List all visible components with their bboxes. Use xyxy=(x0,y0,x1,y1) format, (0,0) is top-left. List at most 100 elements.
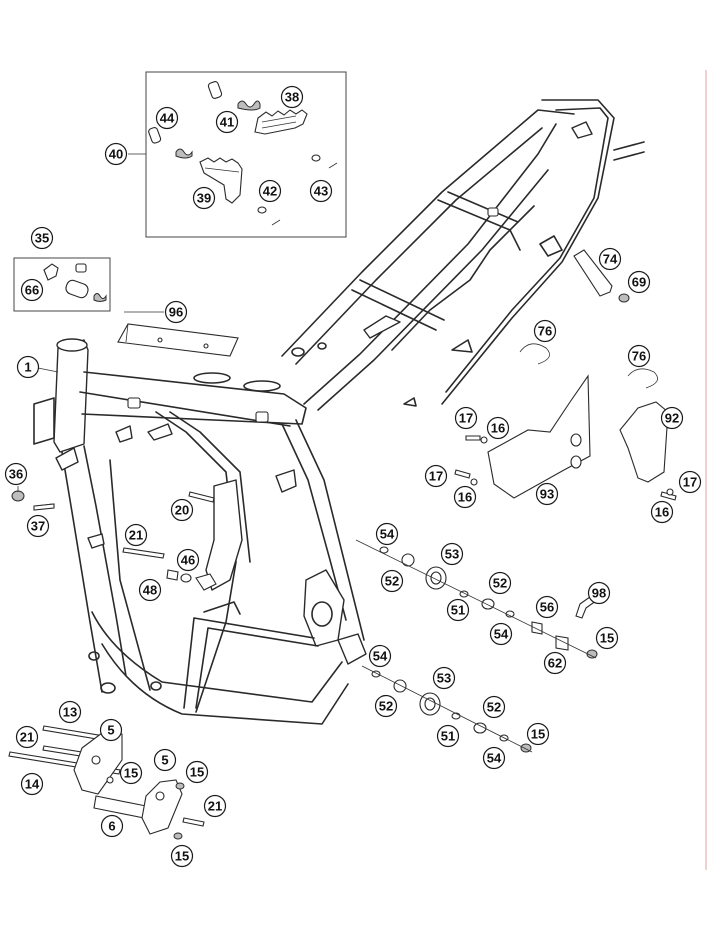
callout-c21a: 21 xyxy=(124,523,148,547)
callout-circle xyxy=(436,724,460,748)
callout-c56: 56 xyxy=(535,595,559,619)
callout-circle xyxy=(598,247,622,271)
callout-label: 53 xyxy=(437,671,451,686)
callout-c1: 1 xyxy=(16,355,40,379)
callout-circle xyxy=(280,85,304,109)
callout-label: 17 xyxy=(683,475,697,490)
callout-circle xyxy=(482,695,506,719)
bolt-20 xyxy=(188,491,215,503)
steering-lock-inset xyxy=(13,257,111,312)
callout-c5b: 5 xyxy=(153,748,177,772)
callout-circle xyxy=(30,226,54,250)
callout-c66: 66 xyxy=(20,278,44,302)
callout-circle xyxy=(424,464,448,488)
callout-circle xyxy=(380,569,404,593)
washer-48 xyxy=(180,573,192,583)
callout-label: 54 xyxy=(373,649,388,664)
callout-circle xyxy=(153,748,177,772)
protector-93 xyxy=(487,374,591,499)
callout-circle xyxy=(678,470,702,494)
bracket-74 xyxy=(573,249,613,297)
washer-16-right xyxy=(666,488,674,496)
callout-c21b: 21 xyxy=(15,725,39,749)
callout-circle xyxy=(258,179,282,203)
callout-c38: 38 xyxy=(280,85,304,109)
callout-c44: 44 xyxy=(155,106,179,130)
steering-lock-body xyxy=(65,279,89,299)
steering-head xyxy=(53,339,89,453)
callout-circle xyxy=(489,622,513,646)
callout-circle xyxy=(99,718,123,742)
footpeg-left xyxy=(199,157,243,204)
callout-label: 54 xyxy=(494,627,509,642)
callout-label: 93 xyxy=(540,487,554,502)
steering-lock-cap xyxy=(75,263,87,273)
callout-circle xyxy=(535,595,559,619)
callout-c96: 96 xyxy=(164,300,188,324)
steering-lock-inset-border xyxy=(13,257,111,312)
callout-label: 44 xyxy=(160,111,175,126)
leader-lines xyxy=(17,153,164,492)
callout-label: 96 xyxy=(169,305,183,320)
callout-c21c: 21 xyxy=(203,794,227,818)
footrest-spring-upper xyxy=(237,100,261,111)
callout-label: 51 xyxy=(451,603,465,618)
callout-circle xyxy=(176,548,200,572)
callout-circle xyxy=(215,110,239,134)
callout-circle xyxy=(4,462,28,486)
footrest-washer-right xyxy=(311,154,321,162)
engine-mount-5-right xyxy=(141,779,183,835)
callout-c52a: 52 xyxy=(380,569,404,593)
main-frame xyxy=(33,99,645,725)
callout-circle xyxy=(164,300,188,324)
callout-circle xyxy=(446,598,470,622)
callout-c16b: 16 xyxy=(453,485,477,509)
callout-circle xyxy=(488,571,512,595)
callout-circle xyxy=(627,270,651,294)
callout-c13: 13 xyxy=(58,700,82,724)
callout-circle xyxy=(100,814,124,838)
callout-label: 16 xyxy=(491,421,505,436)
callout-circle xyxy=(627,344,651,368)
bearing-52-upper-left xyxy=(401,553,415,567)
callout-circle xyxy=(375,522,399,546)
callout-c76a: 76 xyxy=(533,319,557,343)
callout-c74: 74 xyxy=(598,247,622,271)
callout-label: 21 xyxy=(129,528,143,543)
callout-label: 39 xyxy=(197,191,211,206)
footrest-washer-left xyxy=(257,206,267,214)
callout-label: 15 xyxy=(124,766,138,781)
callout-c54b: 54 xyxy=(489,622,513,646)
callout-circle xyxy=(543,651,567,675)
washer-16-lower xyxy=(470,478,478,486)
callout-c51b: 51 xyxy=(436,724,460,748)
callout-label: 17 xyxy=(429,469,443,484)
callout-circle xyxy=(533,319,557,343)
callout-label: 15 xyxy=(190,765,204,780)
callout-c6: 6 xyxy=(100,814,124,838)
callout-c40: 40 xyxy=(104,142,128,166)
cable-tie-76-right xyxy=(627,368,658,389)
callout-circle xyxy=(587,581,611,605)
callout-circle xyxy=(20,772,44,796)
callout-c37: 37 xyxy=(26,514,50,538)
callout-label: 54 xyxy=(380,527,395,542)
callout-c52c: 52 xyxy=(374,694,398,718)
callout-c39: 39 xyxy=(192,186,216,210)
callout-label: 48 xyxy=(143,583,157,598)
callout-label: 74 xyxy=(603,252,618,267)
callout-circle xyxy=(26,514,50,538)
nut-15-mount-right xyxy=(175,782,185,790)
callout-c17b: 17 xyxy=(424,464,448,488)
callout-circle xyxy=(526,722,550,746)
callout-circle xyxy=(185,760,209,784)
callout-c93: 93 xyxy=(535,482,559,506)
callout-circle xyxy=(119,761,143,785)
callout-c35: 35 xyxy=(30,226,54,250)
callout-circle xyxy=(453,485,477,509)
callout-c92: 92 xyxy=(660,406,684,430)
callout-label: 51 xyxy=(441,729,455,744)
callout-circle xyxy=(486,416,510,440)
callout-c76b: 76 xyxy=(627,344,651,368)
